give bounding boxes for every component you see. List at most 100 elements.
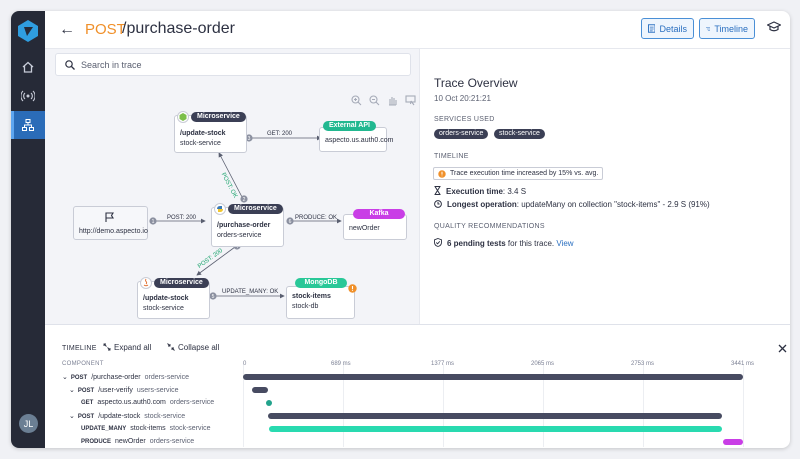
search-icon (65, 60, 75, 70)
hourglass-icon (434, 186, 441, 195)
timeline-gridline (743, 364, 744, 447)
kafka-badge: Kafka (353, 209, 405, 219)
pending-tests: 6 pending tests for this trace. View (434, 238, 574, 248)
pending-tests-count: 6 pending tests (447, 239, 506, 248)
row-method: POST (77, 388, 95, 394)
clock-icon (434, 200, 442, 208)
timeline-button[interactable]: Timeline (699, 18, 755, 39)
node-title: aspecto.us.auth0.com (325, 137, 394, 144)
graduation-cap-icon[interactable] (767, 21, 781, 33)
row-service: orders-service (149, 438, 195, 445)
expand-all-button[interactable]: Expand all (103, 343, 151, 352)
edge-number: 6 (289, 219, 292, 225)
pending-tests-text: for this trace. (505, 239, 555, 248)
flag-icon (105, 212, 114, 222)
avatar[interactable]: JL (19, 414, 38, 433)
edge-label: POST: 200 (167, 215, 197, 221)
timeline-bar[interactable] (266, 400, 273, 406)
trace-date: 10 Oct 20:21:21 (434, 94, 491, 103)
details-button[interactable]: Details (641, 18, 694, 39)
back-arrow-icon[interactable]: ← (59, 21, 75, 38)
node-title: /update-stock (180, 130, 226, 137)
broadcast-icon (21, 90, 35, 102)
sidebar-item-home[interactable] (11, 53, 45, 81)
timeline-tick-label: 0 (243, 361, 247, 367)
collapse-all-button[interactable]: Collapse all (167, 343, 219, 352)
nodejs-icon (177, 111, 189, 123)
sidebar-item-traces[interactable] (11, 111, 45, 139)
page-title: /purchase-order (122, 20, 235, 37)
timeline-panel: TIMELINE Expand all Collapse all COMPONE… (45, 324, 790, 448)
pan-hand-icon[interactable] (387, 95, 398, 106)
quality-heading: QUALITY RECOMMENDATIONS (434, 223, 545, 230)
execution-time: Execution time: 3.4 S (434, 186, 526, 196)
longest-operation-label: Longest operation (447, 200, 517, 209)
zoom-out-icon[interactable] (369, 95, 380, 106)
node-mongodb[interactable]: stock-items stock-db (286, 286, 355, 319)
search-input[interactable]: Search in trace (55, 53, 411, 76)
fit-screen-icon[interactable] (405, 95, 416, 106)
timeline-icon (706, 26, 711, 31)
node-title: http://demo.aspecto.io (79, 228, 148, 235)
node-service: stock-service (143, 305, 184, 312)
timeline-bar[interactable] (269, 426, 723, 432)
service-chip[interactable]: stock-service (494, 129, 545, 139)
trace-graph-panel: Search in trace 3 2 1 6 4 5 GET: (45, 49, 419, 324)
document-icon (648, 24, 656, 33)
trace-overview-panel: Trace Overview 10 Oct 20:21:21 SERVICES … (419, 49, 790, 324)
timeline-gridline (643, 364, 644, 447)
edge-number-dot (240, 195, 248, 203)
timeline-tick-label: 2065 ms (531, 361, 555, 367)
component-header: COMPONENT (62, 361, 104, 367)
overview-title: Trace Overview (434, 76, 518, 90)
timeline-bar[interactable] (251, 387, 268, 393)
microservice-badge: Microservice (154, 278, 209, 288)
header: ← POST /purchase-order Details Timeline (45, 11, 790, 49)
edge-label: PRODUCE: OK (295, 215, 338, 221)
sidebar: JL (11, 11, 45, 448)
node-title: newOrder (349, 225, 380, 232)
close-icon[interactable] (778, 344, 787, 353)
row-name: /update-stock (98, 413, 141, 420)
row-name: aspecto.us.auth0.com (97, 399, 166, 406)
row-service: users-service (136, 387, 179, 394)
chevron-down-icon[interactable]: ⌄ (69, 413, 75, 420)
microservice-badge: Microservice (228, 204, 283, 214)
sidebar-item-live[interactable] (11, 82, 45, 110)
timeline-bar[interactable] (267, 413, 723, 419)
edge-number: 3 (248, 136, 251, 142)
warning-icon[interactable] (348, 284, 357, 293)
timeline-tick-label: 2753 ms (631, 361, 655, 367)
row-name: stock-items (130, 425, 166, 432)
execution-time-label: Execution time (446, 187, 503, 196)
timeline-gridline (343, 364, 344, 447)
chevron-down-icon[interactable]: ⌄ (69, 387, 75, 394)
node-external-api[interactable]: aspecto.us.auth0.com (319, 127, 394, 152)
edge-number: 1 (152, 219, 155, 225)
node-http-source[interactable]: http://demo.aspecto.io (73, 206, 148, 240)
service-chip[interactable]: orders-service (434, 129, 489, 139)
chevron-down-icon[interactable]: ⌄ (62, 374, 68, 381)
timeline-tick-label: 3441 ms (731, 361, 755, 367)
request-method: POST (85, 21, 126, 38)
row-service: orders-service (144, 374, 189, 381)
zoom-in-icon[interactable] (351, 95, 362, 106)
timeline-bar[interactable] (243, 374, 743, 380)
timeline-gridline (443, 364, 444, 447)
timeline-tick-label: 689 ms (331, 361, 351, 367)
edge-number-dot (209, 292, 217, 300)
timeline-bar[interactable] (722, 439, 743, 445)
timeline-gridline (543, 364, 544, 447)
node-title: /update-stock (143, 295, 189, 302)
mongodb-badge: MongoDB (295, 278, 347, 288)
details-label: Details (659, 23, 687, 34)
app-logo-icon[interactable] (18, 20, 38, 42)
view-tests-link[interactable]: View (556, 239, 574, 248)
java-icon (140, 277, 152, 289)
